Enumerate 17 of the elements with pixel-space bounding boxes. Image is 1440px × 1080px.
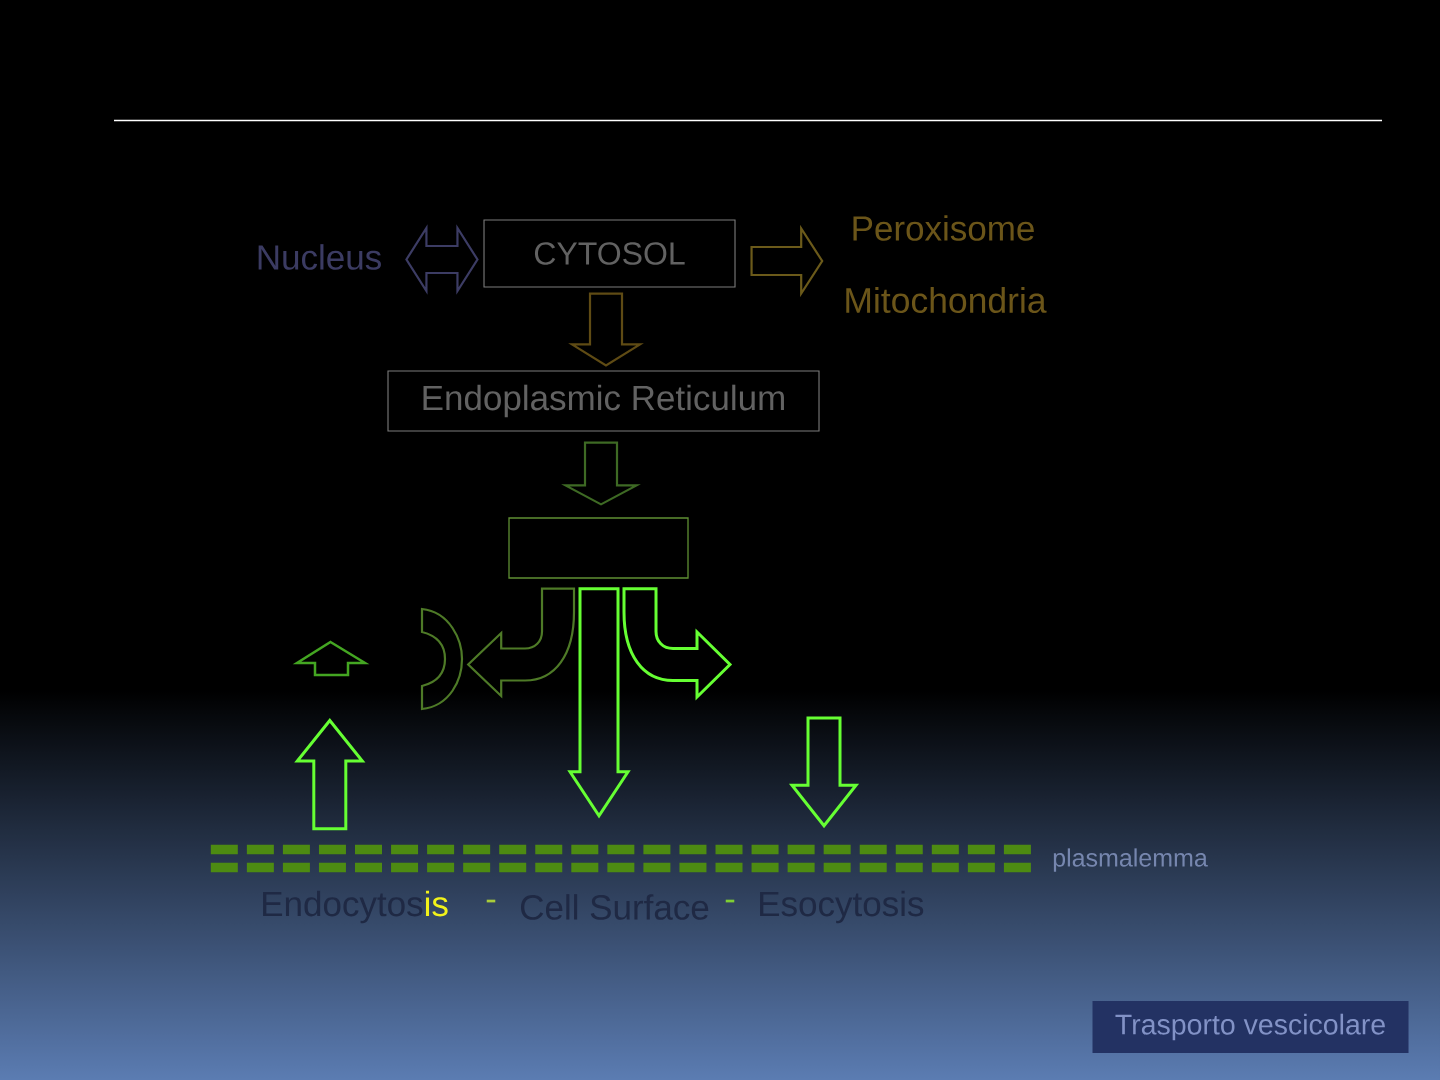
node-label: Mitochondria: [846, 286, 1047, 314]
outline-box: [508, 517, 689, 579]
process-box: CYTOSOL: [483, 219, 736, 288]
block-arrow: [788, 716, 860, 829]
block-arrow: [568, 292, 644, 367]
block-arrow: [622, 587, 732, 699]
block-arrow: [467, 587, 576, 698]
crescent-shape: [420, 607, 464, 711]
block-arrow: [561, 441, 641, 506]
footer-box: Trasporto vescicolare: [1092, 1001, 1409, 1053]
node-label: Peroxisome: [853, 215, 1034, 241]
block-arrow: [567, 587, 631, 819]
block-arrow: [294, 718, 366, 831]
block-arrow: [405, 224, 479, 295]
process-box: Endoplasmic Reticulum: [387, 370, 820, 432]
membrane-label: plasmalemma: [1053, 848, 1208, 872]
node-label: Nucleus: [258, 244, 381, 270]
